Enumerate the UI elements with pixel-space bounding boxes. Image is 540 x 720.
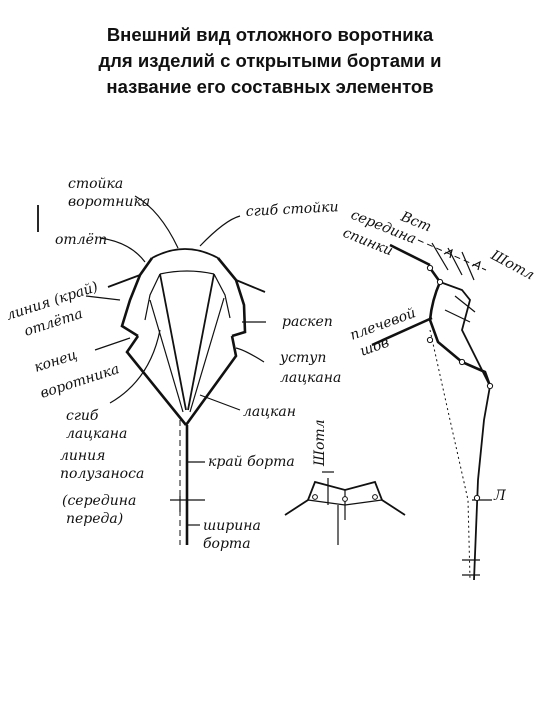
label-ustup-1: уступ: [279, 350, 326, 366]
title-line-1: Внешний вид отложного воротника: [106, 24, 434, 45]
label-kraj-borta: край борта: [208, 454, 295, 470]
front-view-figure: [37, 195, 266, 545]
label-sgib-stoiki: сгиб стойки: [245, 199, 339, 220]
draft-figure: [371, 239, 494, 581]
label-shirina-1: ширина: [203, 518, 261, 534]
label-liniya-poluzanosa-1: линия: [60, 448, 105, 464]
label-shotl-side: Шотл: [312, 419, 328, 467]
label-L: Л: [493, 488, 506, 504]
label-stoika-2: воротника: [68, 194, 150, 210]
label-sgib-lackana-2: лацкана: [66, 426, 127, 442]
title-line-2: для изделий с открытыми бортами и: [98, 50, 442, 71]
label-sgib-lackana-1: сгиб: [66, 408, 99, 424]
label-raskep: раскеп: [282, 314, 333, 330]
label-stoika-1: стойка: [68, 176, 123, 192]
labels: стойка воротника сгиб стойки отлёт линия…: [4, 176, 536, 552]
label-seredina-pereda-2: переда): [66, 511, 123, 527]
title-line-3: название его составных элементов: [106, 76, 434, 97]
label-ustup-2: лацкана: [280, 370, 341, 386]
label-shotl-top: Шотл: [487, 247, 537, 283]
page-title: Внешний вид отложного воротника для изде…: [0, 22, 540, 100]
label-seredina-pereda-1: (середина: [62, 493, 136, 509]
label-lackan: лацкан: [243, 404, 296, 420]
label-shirina-2: борта: [203, 536, 251, 552]
label-otlet: отлёт: [55, 232, 107, 248]
collar-detail-figure: [284, 471, 406, 545]
label-konec-1: конец: [32, 347, 79, 376]
label-liniya-poluzanosa-2: полузаноса: [60, 466, 144, 482]
